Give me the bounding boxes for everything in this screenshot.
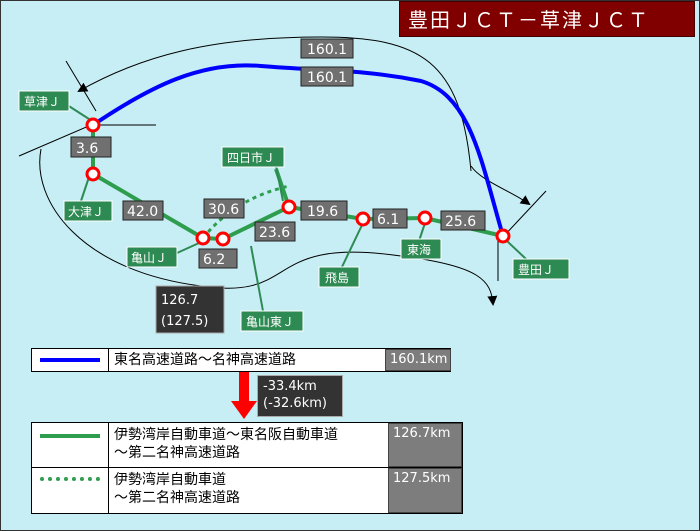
junction-marker-kameyama-higashi (215, 231, 231, 247)
junction-label-ootsu: 大津Ｊ (63, 200, 113, 222)
legend-dashed-line1: 伊勢湾岸自動車道 (114, 472, 226, 488)
svg-text:19.6: 19.6 (307, 204, 338, 220)
lower-distance-arrow (39, 148, 498, 306)
junction-marker-toyota (495, 228, 511, 244)
legend-solid-line2: ～第二名神高速道路 (114, 445, 240, 461)
legend-row-dashed: 伊勢湾岸自動車道 ～第二名神高速道路 127.5km (32, 468, 462, 513)
junction-marker-tokai (417, 210, 433, 226)
junction-label-kusatsu: 草津Ｊ (18, 90, 70, 112)
reduction-arrow (231, 371, 257, 419)
legend-row-solid: 伊勢湾岸自動車道～東名阪自動車道 ～第二名神高速道路 126.7km (32, 423, 462, 468)
toyota-tick-a (502, 190, 547, 238)
legend-line-blue (40, 358, 100, 362)
svg-text:草津Ｊ: 草津Ｊ (24, 95, 60, 109)
svg-text:23.6: 23.6 (259, 225, 290, 241)
junction-marker-kameyama (195, 230, 211, 246)
kusatsu-tick-a (65, 60, 97, 112)
svg-text:大津Ｊ: 大津Ｊ (68, 205, 104, 219)
legend-tomei-meishin: 東名高速道路～名神高速道路 160.1km (31, 348, 451, 372)
junction-label-tokai: 東海 (400, 238, 442, 260)
junction-label-yokkaichi: 四日市Ｊ (221, 146, 285, 168)
svg-text:豊田Ｊ: 豊田Ｊ (518, 263, 554, 277)
legend-dashed-value: 127.5km (388, 468, 462, 513)
legend-solid-value: 126.7km (388, 423, 462, 467)
distance-kusatsu-ootsu: 3.6 (70, 136, 112, 158)
difference-box: -33.4km (-32.6km) (257, 375, 343, 417)
upper-distance-arrow (77, 36, 472, 172)
toyota-pointer (506, 240, 527, 260)
second-meishin-dashed-route (201, 184, 290, 239)
svg-text:東海: 東海 (407, 242, 431, 257)
distance-kameyama-kameyamahigashi: 6.2 (198, 248, 238, 269)
tobishima-pointer (340, 222, 364, 270)
svg-text:126.7: 126.7 (161, 293, 198, 308)
distance-tokai-toyota: 25.6 (440, 210, 486, 231)
junction-marker-tobishima (355, 211, 371, 227)
svg-text:3.6: 3.6 (76, 141, 98, 157)
svg-text:30.6: 30.6 (208, 202, 239, 218)
distance-kameyamahigashi-yokkaichi: 23.6 (254, 221, 296, 242)
svg-text:(127.5): (127.5) (161, 314, 208, 329)
distance-ootsu-kameyama: 42.0 (122, 200, 164, 221)
junction-label-kameyama: 亀山Ｊ (126, 246, 178, 268)
difference-line2: (-32.6km) (263, 396, 327, 411)
difference-line1: -33.4km (263, 379, 317, 394)
total-distance-box: 126.7 (127.5) (155, 285, 225, 334)
legend-tomei-meishin-label: 東名高速道路～名神高速道路 (114, 352, 296, 368)
upper-distance-arrow-right (470, 165, 531, 206)
svg-text:飛島: 飛島 (325, 270, 349, 285)
distance-tobishima-tokai: 6.1 (372, 208, 408, 229)
yokkaichi-pointer (275, 165, 284, 202)
junction-label-tobishima: 飛島 (318, 266, 360, 288)
tokai-pointer (418, 222, 426, 242)
ootsu-pointer (80, 176, 90, 202)
page-title: 豊田ＪＣＴ－草津ＪＣＴ (399, 1, 695, 37)
svg-text:四日市Ｊ: 四日市Ｊ (227, 150, 275, 165)
distance-meishin-lower: 160.1 (300, 66, 354, 87)
legend-line-green-solid (40, 434, 100, 438)
svg-text:6.1: 6.1 (377, 212, 399, 228)
legend-line-green-dashed (40, 477, 100, 481)
junction-marker-ootsu (85, 166, 101, 182)
legend-solid-line1: 伊勢湾岸自動車道～東名阪自動車道 (114, 427, 338, 443)
junction-marker-yokkaichi (281, 199, 297, 215)
svg-text:亀山東Ｊ: 亀山東Ｊ (246, 315, 294, 329)
svg-text:160.1: 160.1 (307, 70, 347, 86)
junction-label-kameyama-higashi: 亀山東Ｊ (240, 310, 304, 332)
legend-dashed-line2: ～第二名神高速道路 (114, 490, 240, 506)
svg-text:160.1: 160.1 (307, 42, 347, 58)
junction-label-toyota: 豊田Ｊ (512, 258, 570, 280)
svg-text:6.2: 6.2 (203, 252, 225, 268)
legend-isewangan: 伊勢湾岸自動車道～東名阪自動車道 ～第二名神高速道路 126.7km 伊勢湾岸自… (31, 422, 463, 514)
kusatsu-tick-c (18, 124, 92, 157)
distance-meishin-upper: 160.1 (300, 38, 354, 59)
kameyama-pointer (176, 242, 200, 254)
svg-text:25.6: 25.6 (445, 214, 476, 230)
distance-yokkaichi-tobishima: 19.6 (300, 200, 348, 221)
svg-text:亀山Ｊ: 亀山Ｊ (131, 251, 167, 265)
kameyamahigashi-pointer (250, 245, 264, 312)
junction-marker-kusatsu (85, 117, 101, 133)
svg-text:42.0: 42.0 (127, 204, 158, 220)
distance-kameyama-yokkaichi: 30.6 (203, 198, 245, 219)
legend-tomei-meishin-value: 160.1km (385, 349, 451, 371)
